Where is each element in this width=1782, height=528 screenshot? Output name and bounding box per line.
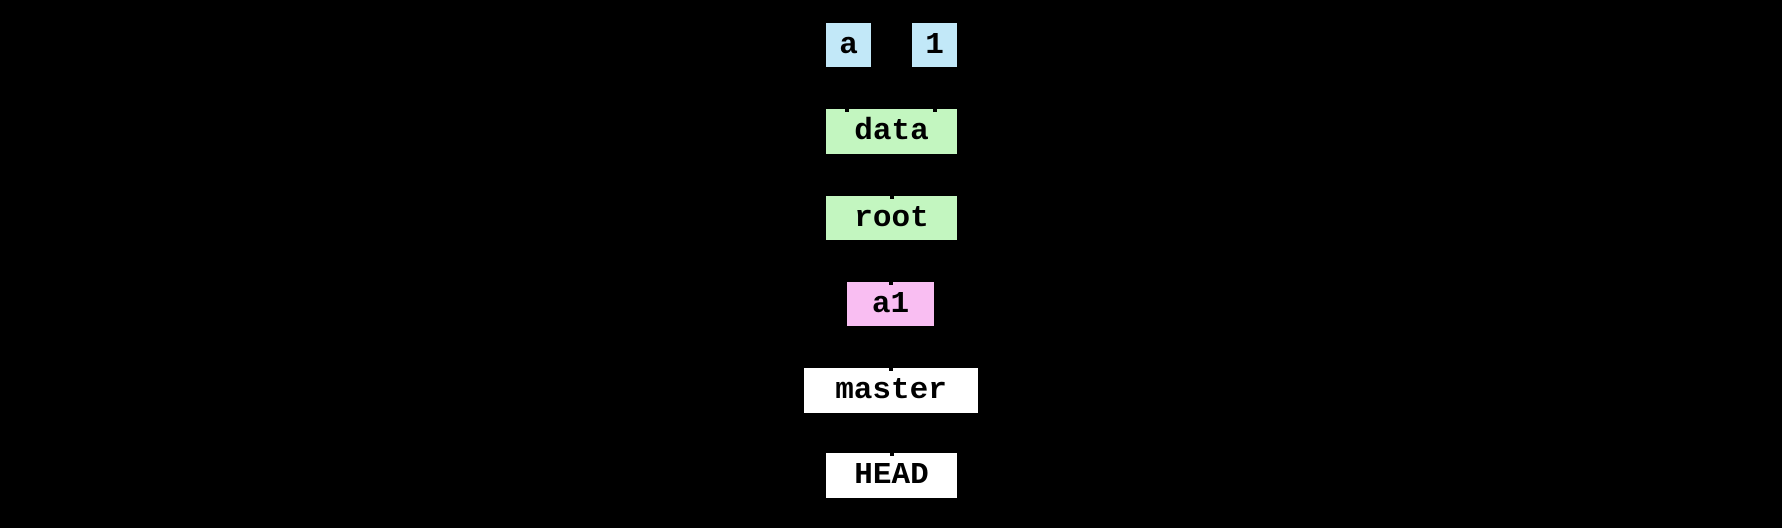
head-label: HEAD: [854, 458, 929, 493]
tree-box-data: data: [826, 109, 957, 154]
head-box: HEAD: [826, 453, 957, 498]
connector-tip: [890, 196, 894, 199]
connector-tip-to-blob-1: [933, 109, 937, 112]
blob-a-label: a: [839, 27, 858, 63]
connector-tip-to-blob-a: [845, 109, 849, 112]
commit-box-a1: a1: [847, 282, 934, 326]
commit-a1-label: a1: [871, 286, 910, 322]
blob-box-a: a: [826, 23, 871, 67]
tree-root-label: root: [854, 200, 929, 236]
tree-data-label: data: [854, 114, 929, 149]
branch-master-label: master: [835, 373, 947, 408]
branch-box-master: master: [804, 368, 978, 413]
tree-box-root: root: [826, 196, 957, 240]
connector-tip: [890, 453, 894, 456]
connector-tip: [889, 368, 893, 371]
blob-box-1: 1: [912, 23, 957, 67]
connector-tip: [889, 282, 893, 285]
blob-1-label: 1: [925, 27, 944, 63]
